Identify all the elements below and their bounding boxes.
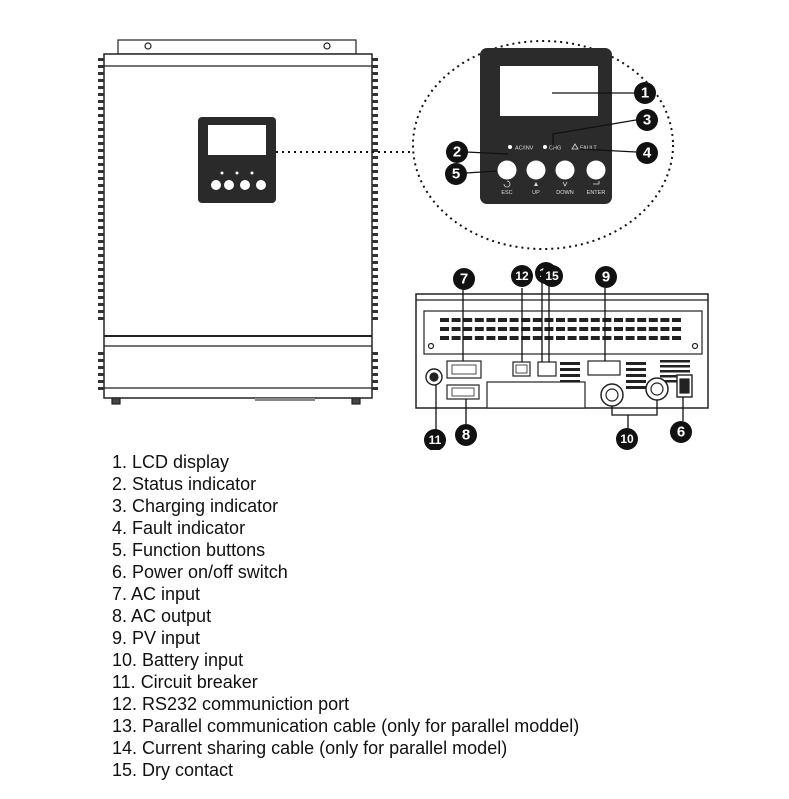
svg-text:1: 1 bbox=[641, 85, 649, 102]
status-led bbox=[508, 145, 512, 149]
inverter-diagram: AC/INV CHG FAULT ESC UP DOWN ENTER bbox=[98, 39, 709, 450]
down-arrow-icon bbox=[562, 181, 568, 187]
bottom-leader-lines bbox=[435, 282, 684, 430]
svg-text:12: 12 bbox=[515, 269, 529, 283]
callout-3: 3 bbox=[636, 109, 658, 131]
legend-item: 15. Dry contact bbox=[112, 760, 234, 780]
button-label-down: DOWN bbox=[556, 190, 573, 196]
callout-9: 9 bbox=[595, 266, 617, 288]
inverter-bottom-view bbox=[415, 293, 709, 409]
legend-item: 12. RS232 communiction port bbox=[112, 694, 350, 714]
callout-12: 12 bbox=[511, 265, 533, 287]
esc-button[interactable] bbox=[497, 160, 517, 180]
svg-text:11: 11 bbox=[429, 433, 442, 447]
charging-led bbox=[543, 145, 547, 149]
svg-text:15: 15 bbox=[545, 269, 559, 283]
led-label-chg: CHG bbox=[549, 146, 561, 152]
callout-2: 2 bbox=[446, 141, 468, 163]
cooling-fins-right bbox=[372, 58, 378, 390]
legend-item: 9. PV input bbox=[112, 628, 201, 648]
callout-15: 15 bbox=[541, 265, 563, 287]
svg-text:7: 7 bbox=[460, 271, 468, 288]
legend-item: 6. Power on/off switch bbox=[112, 562, 288, 582]
callout-8: 8 bbox=[455, 424, 477, 446]
callout-6: 6 bbox=[670, 421, 692, 443]
legend-item: 1. LCD display bbox=[112, 452, 230, 472]
legend-item: 4. Fault indicator bbox=[112, 518, 246, 538]
legend-item: 10. Battery input bbox=[112, 650, 244, 670]
lcd-display bbox=[500, 66, 598, 116]
pv-input-terminal bbox=[587, 360, 621, 376]
legend-item: 3. Charging indicator bbox=[112, 496, 279, 516]
inverter-front-view bbox=[98, 39, 378, 405]
legend-item: 5. Function buttons bbox=[112, 540, 266, 560]
base-plate bbox=[486, 381, 586, 409]
cooling-fins-left bbox=[98, 58, 104, 390]
led-label-fault: FAULT bbox=[580, 146, 597, 152]
legend-item: 2. Status indicator bbox=[112, 474, 257, 494]
button-label-enter: ENTER bbox=[587, 190, 606, 196]
component-legend: 1. LCD display 2. Status indicator 3. Ch… bbox=[112, 451, 579, 781]
callout-5: 5 bbox=[445, 163, 467, 185]
button-label-esc: ESC bbox=[501, 190, 512, 196]
callout-11: 11 bbox=[424, 429, 446, 450]
legend-item: 14. Current sharing cable (only for para… bbox=[112, 738, 508, 758]
svg-text:6: 6 bbox=[677, 424, 685, 441]
legend-item: 13. Parallel communication cable (only f… bbox=[112, 716, 580, 736]
up-button[interactable] bbox=[526, 160, 546, 180]
svg-text:3: 3 bbox=[643, 112, 651, 129]
legend-item: 7. AC input bbox=[112, 584, 201, 604]
button-label-up: UP bbox=[532, 190, 540, 196]
svg-text:5: 5 bbox=[452, 166, 460, 183]
front-panel-small bbox=[198, 117, 276, 203]
svg-text:9: 9 bbox=[602, 269, 610, 286]
down-button[interactable] bbox=[555, 160, 575, 180]
dry-contact-port bbox=[537, 361, 557, 377]
callout-4: 4 bbox=[636, 142, 658, 164]
bottom-vents bbox=[440, 318, 690, 389]
callout-1: 1 bbox=[634, 82, 656, 104]
svg-text:10: 10 bbox=[620, 432, 634, 446]
enter-button[interactable] bbox=[586, 160, 606, 180]
zoom-leader-lines bbox=[465, 92, 637, 174]
svg-text:2: 2 bbox=[453, 144, 461, 161]
enter-icon bbox=[593, 181, 600, 185]
legend-item: 8. AC output bbox=[112, 606, 212, 626]
callout-10: 10 bbox=[616, 428, 638, 450]
legend-item: 11. Circuit breaker bbox=[112, 672, 258, 692]
svg-text:8: 8 bbox=[462, 427, 470, 444]
callout-7: 7 bbox=[453, 268, 475, 290]
esc-icon bbox=[503, 180, 511, 188]
svg-text:4: 4 bbox=[643, 145, 652, 162]
warning-icon bbox=[571, 143, 579, 150]
led-label-ac-inv: AC/INV bbox=[515, 146, 534, 152]
up-arrow-icon bbox=[534, 182, 538, 186]
